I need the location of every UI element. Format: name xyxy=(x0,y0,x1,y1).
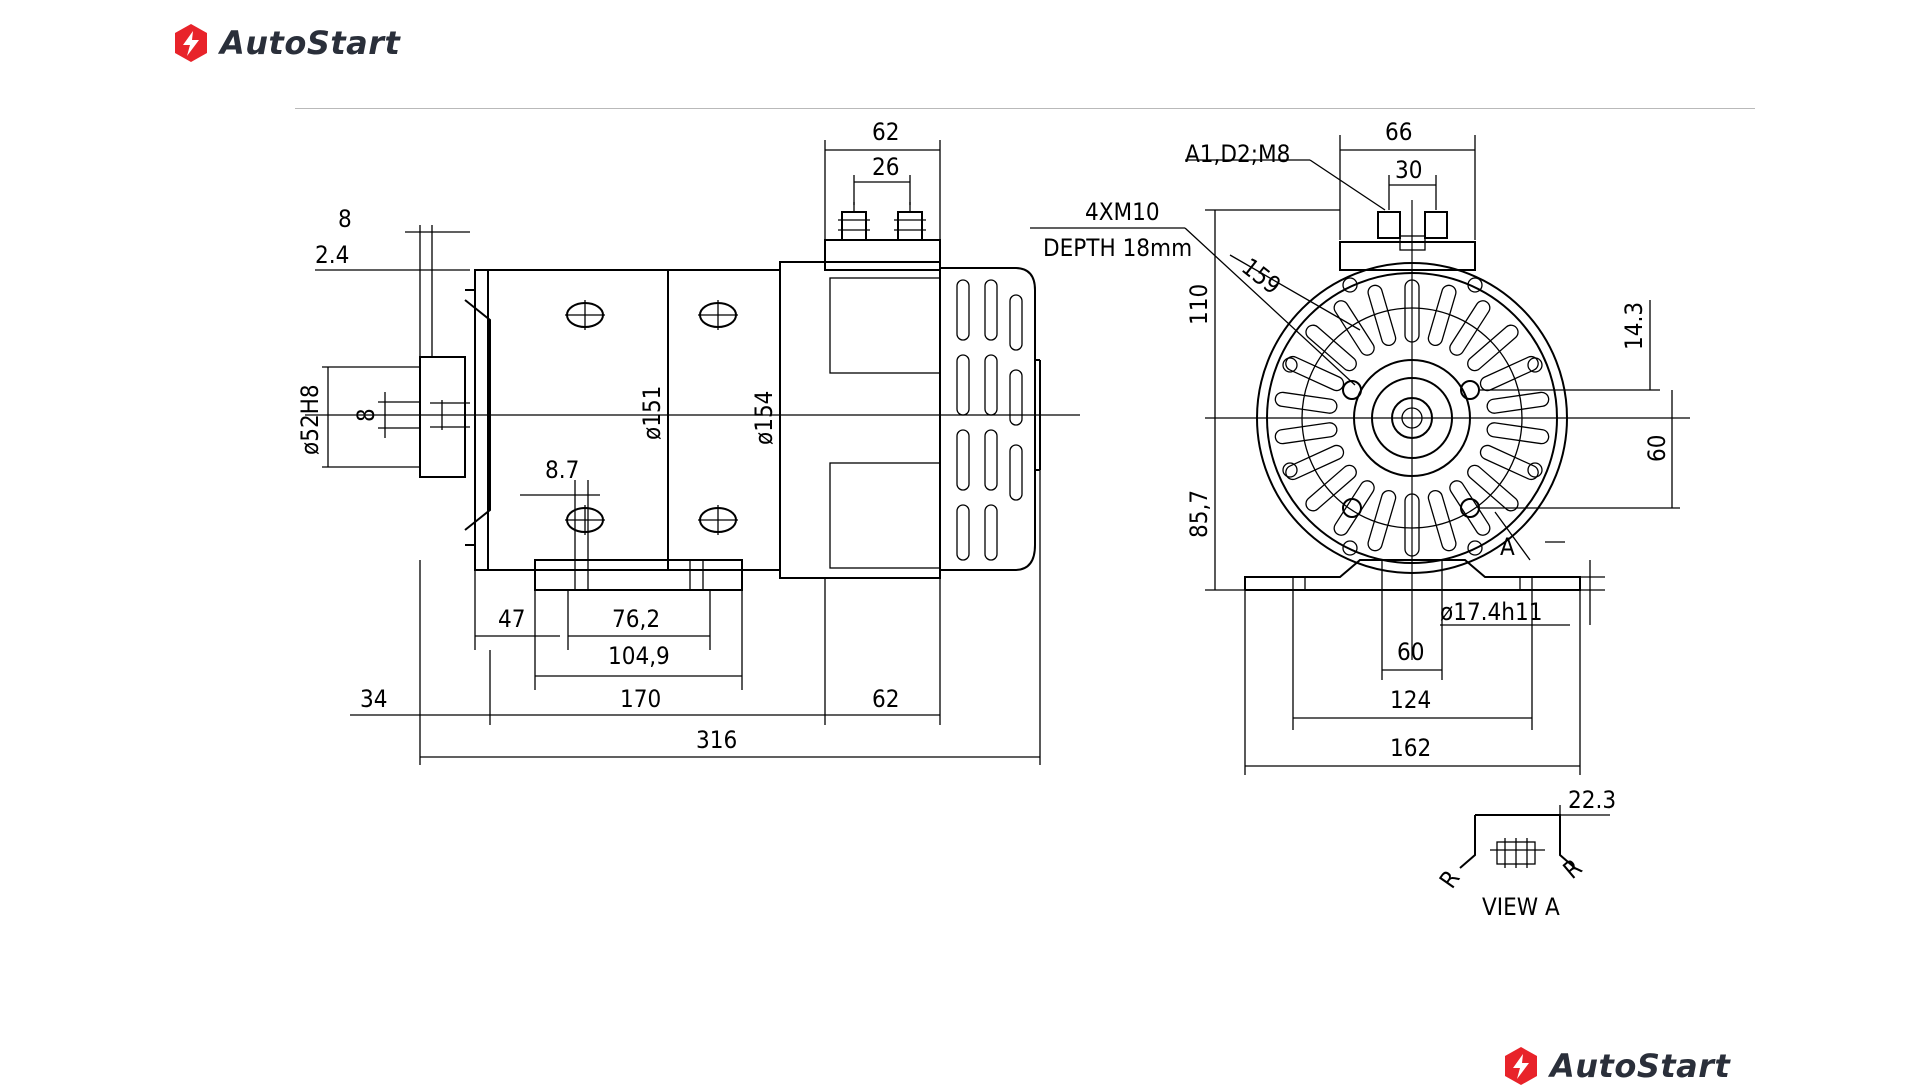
dim-dia-151: ø151 xyxy=(638,386,666,440)
dim-62-bottom: 62 xyxy=(872,685,899,713)
dim-62-top: 62 xyxy=(872,118,899,146)
dim-124: 124 xyxy=(1390,686,1431,714)
dim-159: 159 xyxy=(1236,253,1286,300)
vent-slot xyxy=(1427,489,1457,552)
vent-slot xyxy=(1404,493,1420,557)
dim-76-2: 76,2 xyxy=(612,605,660,633)
vent-slot xyxy=(1449,480,1491,536)
vent-slot xyxy=(1467,324,1519,372)
view-a-label: VIEW A xyxy=(1482,893,1560,921)
view-a-dim: 22.3 xyxy=(1568,786,1616,814)
view-a: 22.3 R R VIEW A xyxy=(1434,786,1616,921)
dim-shaft-dia: ø52H8 xyxy=(296,384,324,455)
view-a-marker: A xyxy=(1500,533,1515,561)
bolt-logo-icon xyxy=(175,24,207,62)
vent-slot xyxy=(1285,355,1345,392)
dim-14-3: 14.3 xyxy=(1620,302,1648,350)
dim-104-9: 104,9 xyxy=(608,642,670,670)
label-holes: 4XM10 xyxy=(1085,198,1160,226)
dim-60: 60 xyxy=(1397,638,1424,666)
brand-name: AutoStart xyxy=(220,24,401,62)
vent-slot xyxy=(1486,391,1550,414)
vent-slot xyxy=(1367,489,1397,552)
vent-slot xyxy=(1449,300,1491,356)
dim-8-7: 8.7 xyxy=(545,456,579,484)
label-terminals: A1,D2;M8 xyxy=(1185,140,1290,168)
vent-slot xyxy=(1467,464,1519,512)
vent-slot xyxy=(1305,324,1357,372)
vent-slot xyxy=(1274,391,1338,414)
vent-slot xyxy=(1479,355,1539,392)
dim-26: 26 xyxy=(872,153,899,181)
vent-slot xyxy=(1479,444,1539,481)
end-view: 66 30 A1,D2;M8 4XM10 DEPTH 18mm 159 110 … xyxy=(1030,118,1690,775)
vent-slot xyxy=(1427,284,1457,347)
brand-logo-bottom: AutoStart xyxy=(1500,1045,1730,1087)
dim-170: 170 xyxy=(620,685,661,713)
brand-logo-top: AutoStart xyxy=(170,22,400,64)
dim-162: 162 xyxy=(1390,734,1431,762)
vent-slot xyxy=(1404,279,1420,343)
dim-60-right: 60 xyxy=(1643,435,1671,462)
bolt-logo-icon xyxy=(1505,1047,1537,1085)
dim-8-top: 8 xyxy=(338,205,352,233)
terminal-studs xyxy=(838,202,926,241)
vent-slot xyxy=(1305,464,1357,512)
dim-dia-154: ø154 xyxy=(750,391,778,445)
dim-2-4: 2.4 xyxy=(315,241,349,269)
vent-slots xyxy=(956,279,1023,561)
view-a-r-right: R xyxy=(1558,854,1587,885)
vent-slot xyxy=(1367,284,1397,347)
vent-slot xyxy=(1333,480,1375,536)
dim-34: 34 xyxy=(360,685,387,713)
vent-slot xyxy=(1333,300,1375,356)
dim-316: 316 xyxy=(696,726,737,754)
vent-slot xyxy=(1486,422,1550,445)
body-bolt xyxy=(565,300,738,535)
view-a-r-left: R xyxy=(1434,865,1466,893)
dim-110: 110 xyxy=(1185,284,1213,325)
header-divider xyxy=(295,108,1755,109)
dim-85-7: 85,7 xyxy=(1185,490,1213,538)
side-view: 62 26 8 2.4 ø52H8 8 ø151 ø154 8.7 xyxy=(296,118,1080,765)
brand-name: AutoStart xyxy=(1550,1047,1731,1085)
vent-slot xyxy=(1274,422,1338,445)
mounting-holes xyxy=(1282,277,1543,556)
dim-8-shaft: 8 xyxy=(352,408,380,422)
dim-66: 66 xyxy=(1385,118,1412,146)
label-depth: DEPTH 18mm xyxy=(1043,234,1192,262)
dim-hole-dia: ø17.4h11 xyxy=(1440,598,1542,626)
dim-30: 30 xyxy=(1395,156,1422,184)
dim-47: 47 xyxy=(498,605,525,633)
